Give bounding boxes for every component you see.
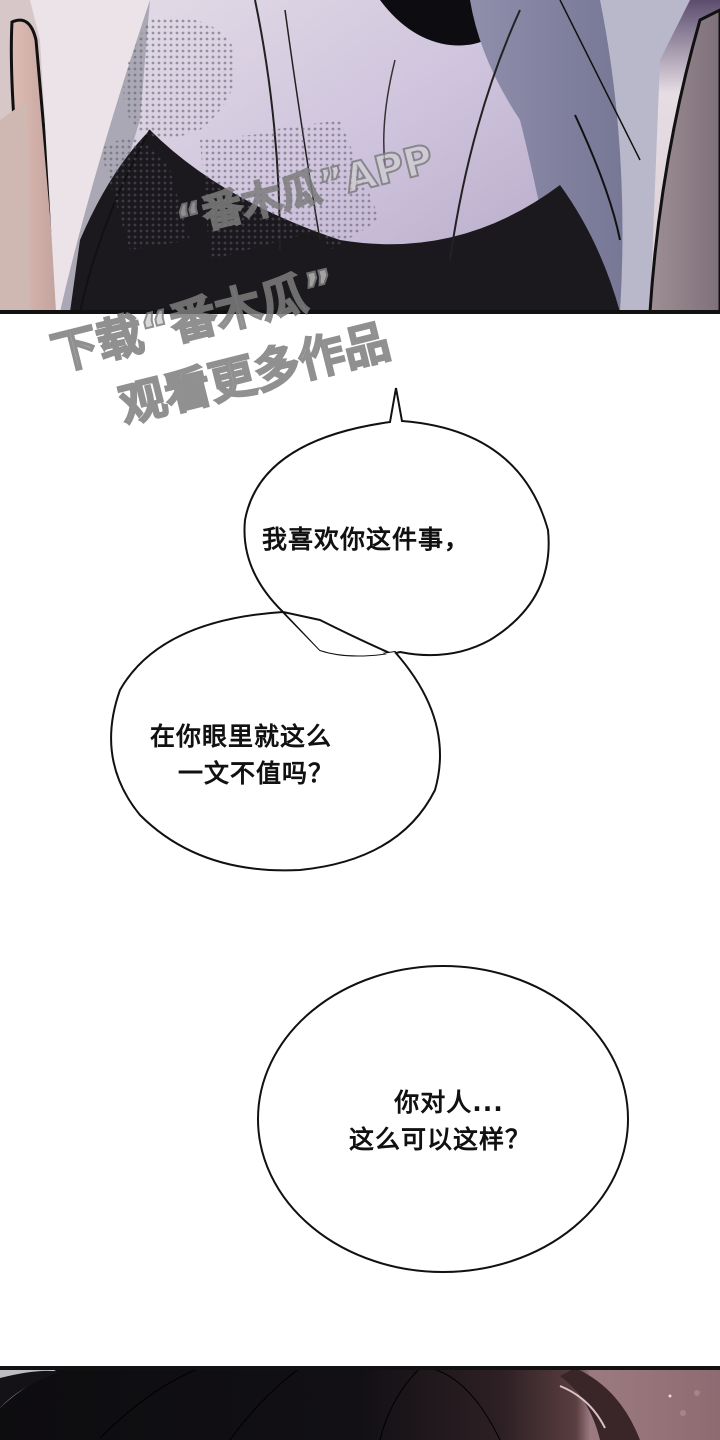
speech-bubble-3-text: 你对人... 这么可以这样？ [300,1084,580,1158]
bubble-2-line-2: 一文不值吗？ [178,759,335,788]
panel-border [0,310,720,314]
panel-border [0,1366,720,1370]
bubble-1-line-1: 我喜欢你这件事， [262,525,471,554]
speech-bubble-2-text: 在你眼里就这么 一文不值吗？ [150,718,410,792]
bubble-2-line-1: 在你眼里就这么 [150,722,333,751]
bubble-3-line-2: 这么可以这样？ [348,1125,531,1154]
watermark-logo [100,17,380,260]
bubble-3-line-1: 你对人... [394,1088,504,1117]
panel-top-artwork [0,0,720,312]
panel-bottom-artwork [0,1368,720,1440]
speech-bubble-1-text: 我喜欢你这件事， [262,521,562,558]
comic-panel-bottom [0,1368,720,1440]
comic-panel-top [0,0,720,312]
